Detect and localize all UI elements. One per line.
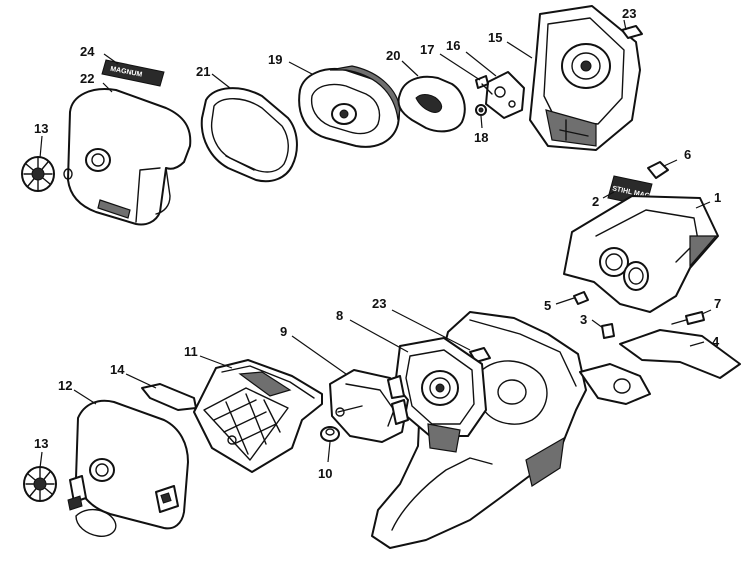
part-7-screw [671,311,705,325]
main-housing [371,311,651,549]
callout-8: 8 [336,308,343,323]
callout-12: 12 [58,378,72,393]
part-10-grommet [320,426,340,442]
callout-23-lower: 23 [372,296,386,311]
callout-17: 17 [420,42,434,57]
callout-labels: 24 22 13 21 19 20 17 16 15 18 23 6 2 1 5… [34,6,721,481]
leader-lines [39,19,712,469]
callout-4: 4 [712,334,720,349]
callout-10: 10 [318,466,332,481]
part-20-prefilter [397,75,466,133]
callout-16: 16 [446,38,460,53]
part-22-cover [63,88,192,226]
part-23-plug-upper [621,25,643,39]
part-4-chain-guard [619,329,741,379]
part-14-lever [141,383,197,411]
part-16-bracket [485,71,525,119]
callout-14: 14 [110,362,125,377]
part-19-air-filter [298,65,401,148]
callout-5: 5 [544,298,551,313]
part-11-filter-cover [193,359,323,473]
callout-11: 11 [184,344,198,359]
part-24-decal: MAGNUM [101,59,165,87]
callout-9: 9 [280,324,287,339]
callout-3: 3 [580,312,587,327]
part-13-knob-lower [23,466,57,502]
callout-13-lower: 13 [34,436,48,451]
callout-13-upper: 13 [34,121,48,136]
part-5-screw [573,291,589,305]
callout-21: 21 [196,64,210,79]
callout-23-upper: 23 [622,6,636,21]
part-21-filter-ring [200,87,298,183]
part-9-filter-base [329,369,409,443]
part-3-sleeve [601,323,615,339]
callout-20: 20 [386,48,400,63]
part-1-shroud [563,195,719,313]
callout-24: 24 [80,44,95,59]
callout-19: 19 [268,52,282,67]
callout-15: 15 [488,30,502,45]
part-18-nut [475,104,487,116]
part-13-knob-upper [21,156,55,192]
callout-6: 6 [684,147,691,162]
callout-2: 2 [592,194,599,209]
callout-1: 1 [714,190,721,205]
part-6-cap [647,161,669,179]
callout-7: 7 [714,296,721,311]
callout-22: 22 [80,71,94,86]
callout-18: 18 [474,130,488,145]
part-12-cover [67,399,189,537]
part-15-carb-box [529,5,641,151]
